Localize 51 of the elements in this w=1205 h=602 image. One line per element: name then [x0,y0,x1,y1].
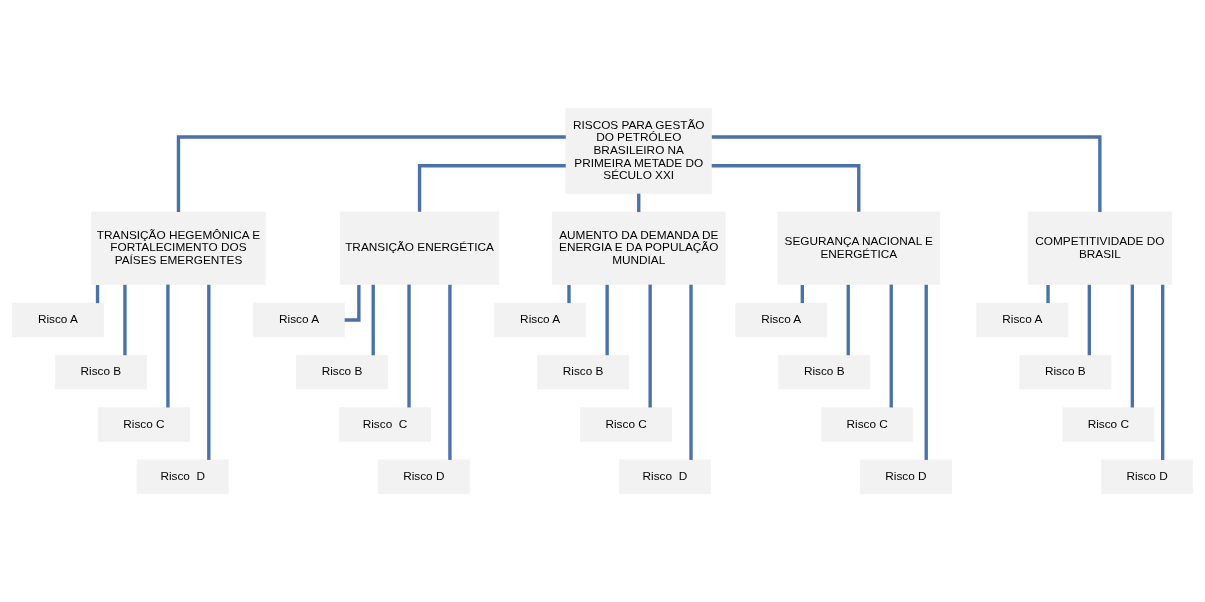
node-box: Risco A [253,302,345,338]
connector [711,164,861,212]
connector [407,284,411,408]
connector [800,285,804,304]
node-box: TRANSIÇÃO ENERGÉTICA [339,211,500,285]
node-box: Risco B [296,354,388,390]
connector [1087,284,1092,356]
connector [1046,285,1050,304]
connector [371,284,375,356]
node-box: Risco C [821,407,914,442]
node-box: Risco B [778,354,871,390]
node-box: Risco C [580,407,673,442]
node-box: AUMENTO DA DEMANDA DE ENERGIA E DA POPULAÇÃO MUNDIAL [551,211,726,285]
connector [567,285,571,304]
connector [605,284,609,356]
connector [1161,284,1165,460]
connector [166,284,170,408]
connector [637,193,641,213]
node-box: Risco C [97,407,190,442]
node-box: Risco C [1062,407,1155,442]
connector [417,164,566,212]
node-box: Risco A [494,302,587,338]
node-box: Risco D [377,459,470,495]
connector [1130,284,1134,408]
node-box: TRANSIÇÃO HEGEMÔNICA E FORTALECIMENTO DOS PAÍSES EMERGENTES [91,211,266,285]
node-box: Risco D [136,459,229,495]
node-box: Risco D [618,459,711,495]
node-box: COMPETITIVIDADE DO BRASIL [1027,211,1172,285]
connector [123,284,127,356]
node-box: RISCOS PARA GESTÃO DO PETRÓLEO BRASILEIRO NA PRIMEIRA METADE DO SÉCULO XXI [565,107,713,194]
connector [448,284,452,460]
node-box: Risco C [339,407,431,442]
connector [711,135,1102,212]
node-box: Risco D [860,459,952,495]
connector [846,284,850,356]
node-box: Risco B [1019,354,1112,390]
node-box: Risco B [54,354,147,390]
node-box: Risco B [537,354,630,390]
connector [648,284,652,408]
connector [344,285,361,322]
connector [95,285,100,304]
connector [689,284,693,460]
connector [889,284,893,408]
node-box: Risco A [976,302,1069,338]
node-box: Risco A [735,302,828,338]
node-box: SEGURANÇA NACIONAL E ENERGÉTICA [777,211,941,285]
node-box: Risco D [1101,459,1194,495]
connector [207,284,211,460]
connector [924,284,928,460]
connector [176,135,566,212]
node-box: Risco A [11,302,104,338]
